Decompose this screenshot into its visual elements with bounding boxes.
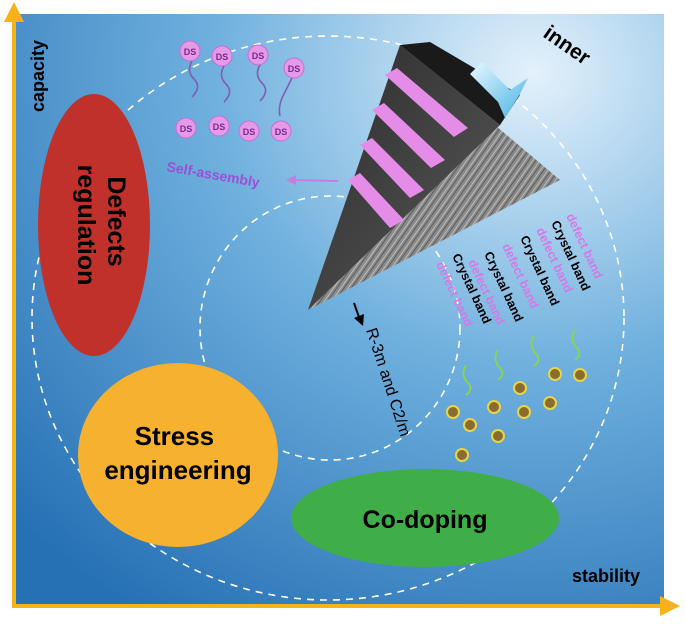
dopant-trail	[462, 364, 472, 396]
ds-molecule: DS	[208, 115, 230, 137]
ds-molecules: DS DS DS DS DS DS DS	[175, 40, 305, 142]
dopant-trails	[462, 329, 581, 396]
cone-stripe	[360, 138, 424, 198]
svg-text:DS: DS	[216, 52, 229, 62]
codoping-ellipse	[291, 469, 559, 567]
dopant-dot	[487, 400, 501, 414]
stress-engineering-region: Stress engineering	[78, 363, 278, 547]
inner-arrow-icon	[470, 62, 528, 118]
defects-label-line1: Defects	[102, 176, 130, 266]
cone-stripe	[385, 68, 468, 137]
ds-molecule: DS	[247, 44, 269, 102]
ds-molecule: DS	[238, 120, 260, 142]
inner-orbit	[199, 195, 461, 461]
axes: capacity stability	[4, 2, 680, 616]
ds-molecule: DS	[211, 45, 233, 103]
svg-text:Defects regulation: Defects regulation	[72, 165, 130, 286]
svg-text:DS: DS	[243, 127, 256, 137]
dopant-trail	[530, 335, 540, 367]
svg-text:DS: DS	[213, 122, 226, 132]
self-assembly-arrow-line	[291, 179, 339, 182]
svg-text:Stress engineering: Stress engineering	[104, 421, 251, 485]
ds-molecule: DS	[179, 40, 201, 98]
codoping-label: Co-doping	[363, 506, 488, 534]
x-axis-arrowhead	[660, 596, 680, 616]
y-axis-arrowhead	[4, 2, 24, 22]
svg-text:DS: DS	[252, 51, 265, 61]
ds-molecule: DS	[175, 117, 197, 139]
cone-stripe	[372, 103, 445, 168]
dopant-dot	[573, 368, 587, 382]
svg-text:DS: DS	[275, 127, 288, 137]
cone-stripe	[348, 173, 404, 228]
dopant-dots	[446, 367, 587, 462]
stress-label-line1: Stress	[135, 421, 215, 451]
y-axis-label: capacity	[28, 40, 48, 112]
cone-stripes	[348, 68, 468, 228]
defects-label-line2: regulation	[72, 165, 100, 286]
stress-ellipse	[78, 363, 278, 547]
ds-molecule: DS	[278, 57, 305, 117]
self-assembly-arrow-icon	[286, 175, 296, 185]
svg-text:DS: DS	[180, 124, 193, 134]
defects-regulation-region: Defects regulation	[38, 94, 150, 356]
svg-text:DS: DS	[184, 47, 197, 57]
cone-top-rim	[400, 42, 520, 125]
dopant-dot	[548, 367, 562, 381]
dopant-dot	[513, 381, 527, 395]
codoping-region: Co-doping	[291, 469, 559, 567]
dopant-dot	[463, 418, 477, 432]
dopant-dot	[517, 405, 531, 419]
outer-orbit	[31, 35, 625, 601]
dopant-dot	[455, 448, 469, 462]
dopant-dot	[491, 429, 505, 443]
dopant-trail	[494, 349, 504, 381]
defects-ellipse	[38, 94, 150, 356]
stress-label-line2: engineering	[104, 455, 251, 485]
dopant-trail	[571, 329, 581, 361]
dopant-particles	[446, 329, 587, 462]
dopant-dot	[543, 396, 557, 410]
dashed-orbits	[31, 35, 625, 601]
dopant-dot	[446, 405, 460, 419]
svg-text:DS: DS	[288, 64, 301, 74]
ds-molecule: DS	[270, 120, 292, 142]
phase-arrow-icon	[354, 314, 364, 326]
x-axis-label: stability	[572, 566, 640, 586]
